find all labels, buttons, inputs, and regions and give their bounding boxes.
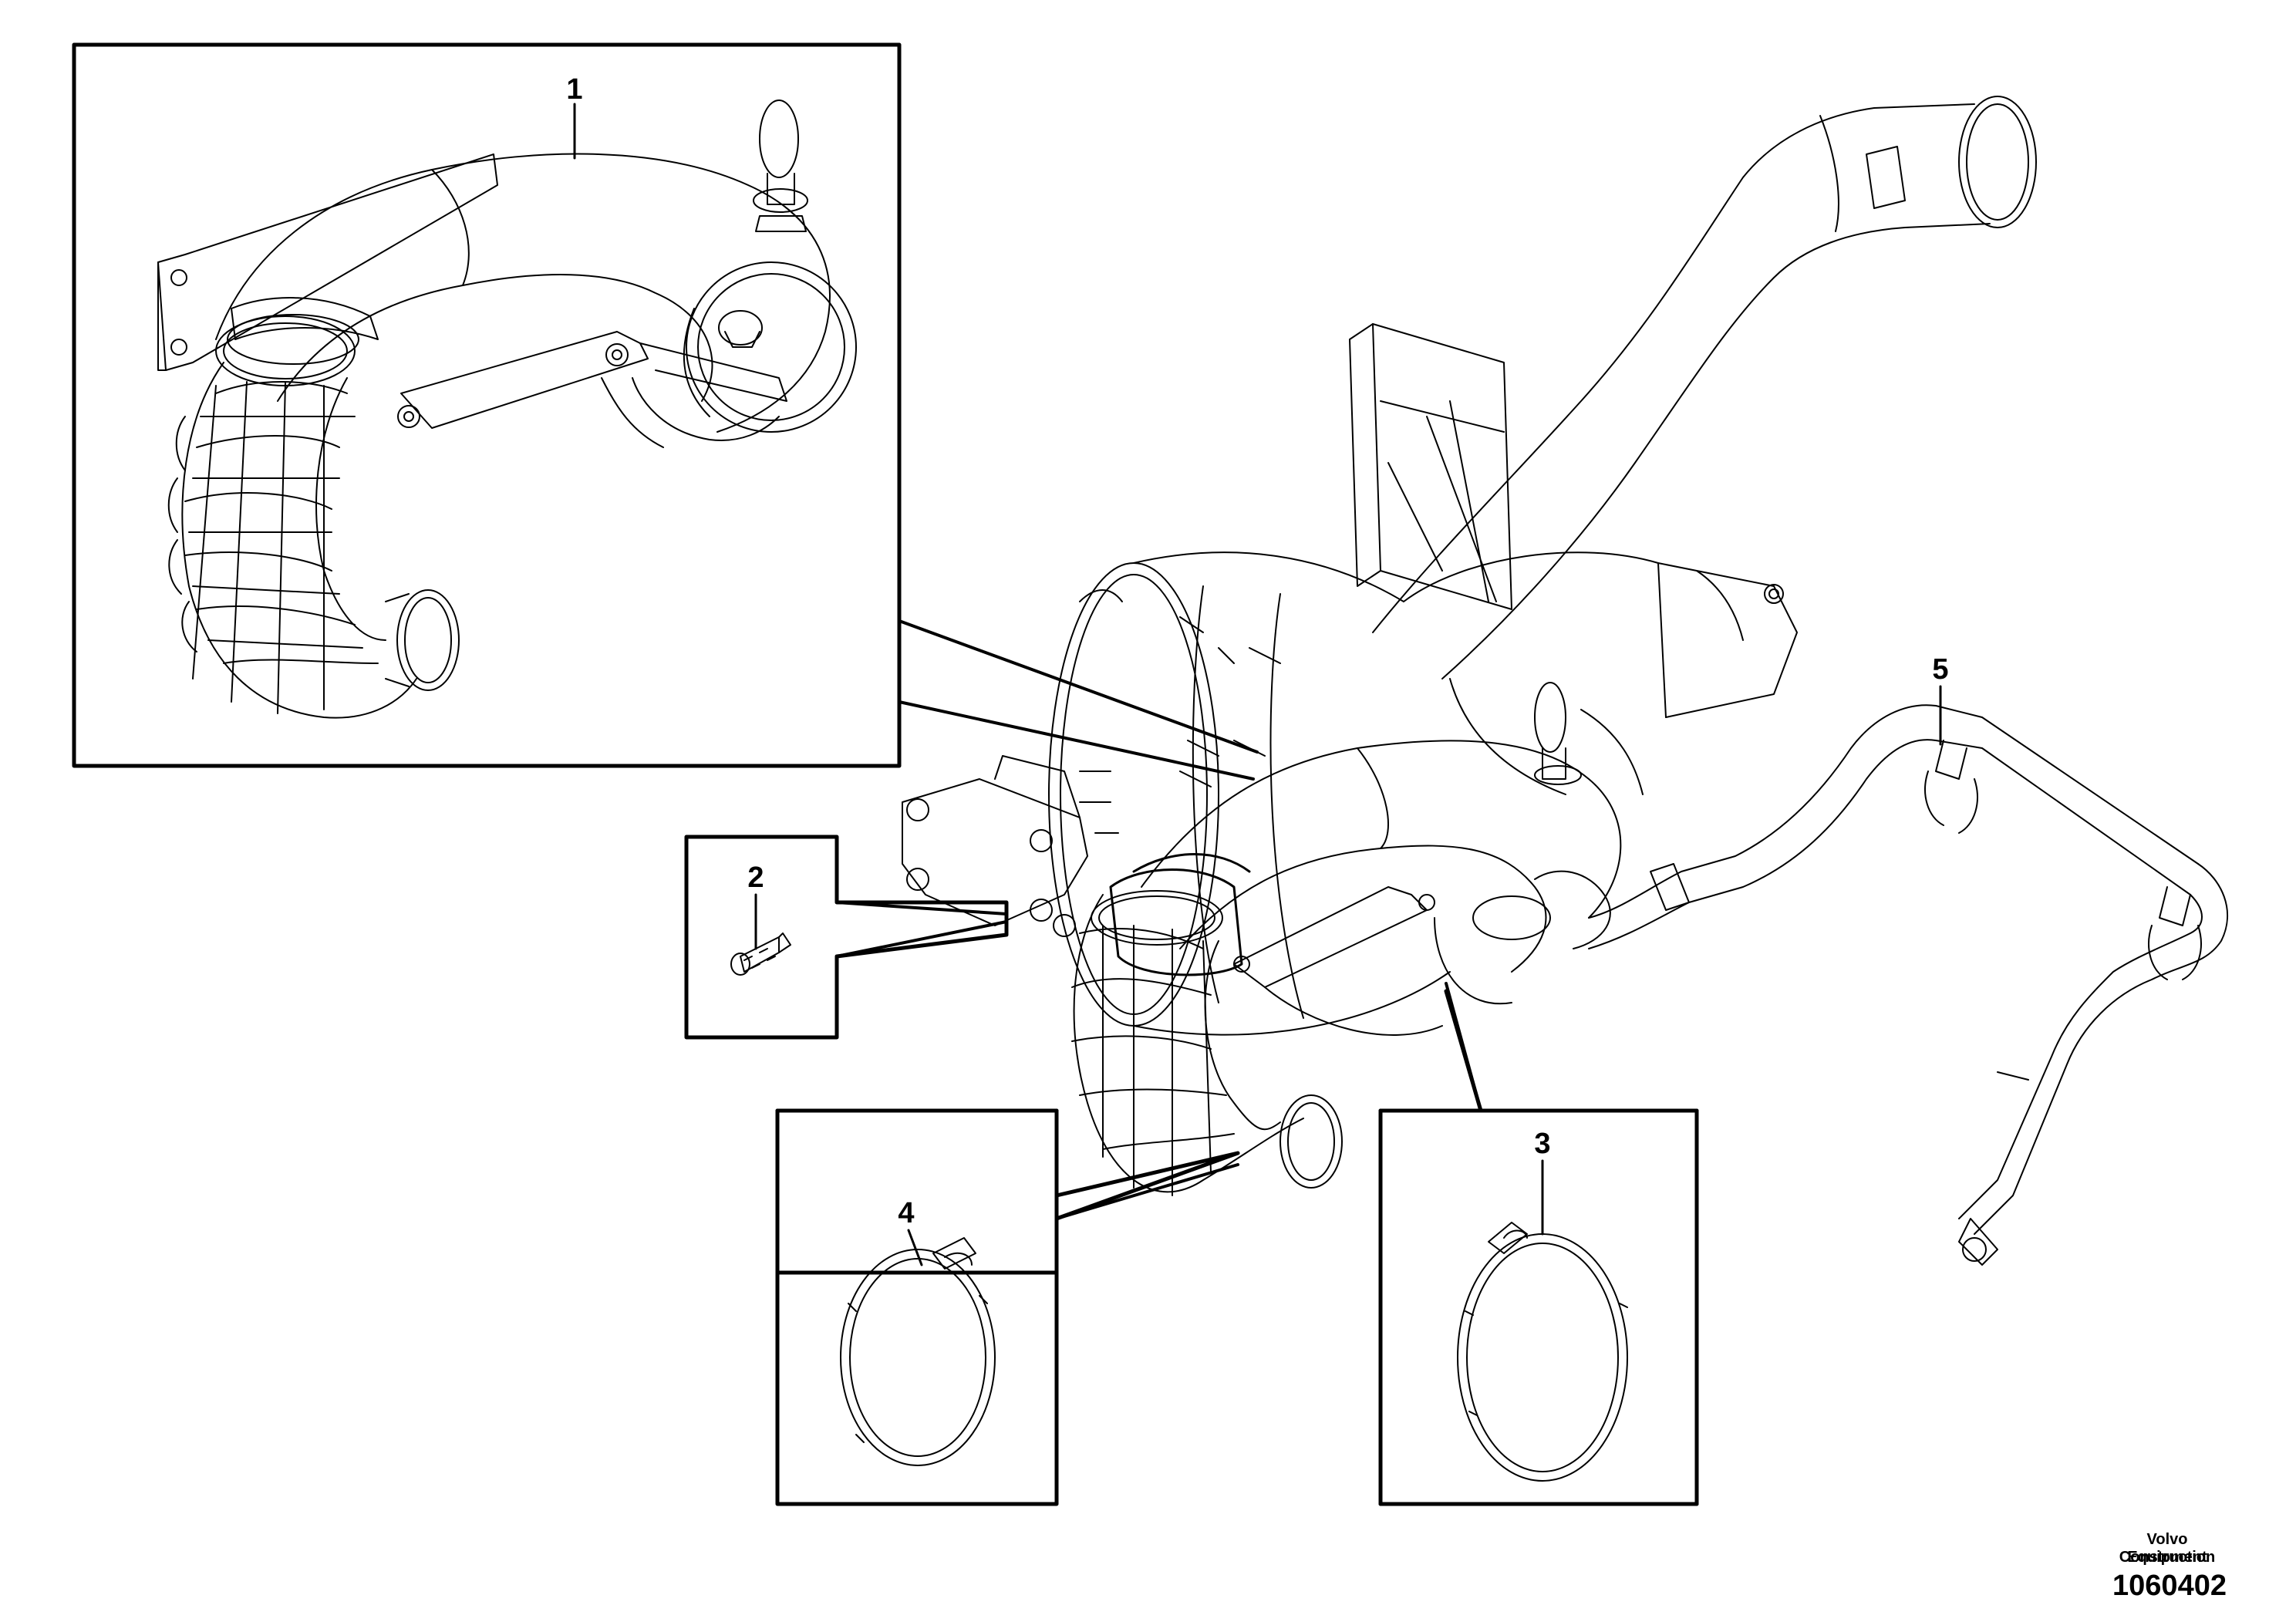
callout-3: 3 [1534, 1128, 1550, 1160]
inset-box-3 [1378, 982, 1699, 1506]
credit-line-2: Equipment [2127, 1549, 2207, 1566]
drawing-number: 1060402 [2112, 1570, 2227, 1602]
callout-leaders [573, 103, 1942, 1266]
credit-line-1: Volvo Construction [2119, 1531, 2216, 1566]
main-elbow-detail [1109, 853, 1251, 976]
callout-1: 1 [566, 73, 582, 106]
hose-clamp-small [840, 1237, 996, 1466]
callout-2: 2 [747, 862, 764, 894]
bolt-part [730, 932, 791, 976]
main-assembly [902, 96, 2228, 1266]
callout-5: 5 [1932, 653, 1948, 686]
callout-4: 4 [898, 1197, 914, 1229]
hose-clamp-large [1457, 1222, 1628, 1482]
inset-box-4 [775, 1108, 1240, 1506]
inset-box-2 [684, 835, 1009, 1040]
inset-box-1 [72, 42, 1259, 781]
